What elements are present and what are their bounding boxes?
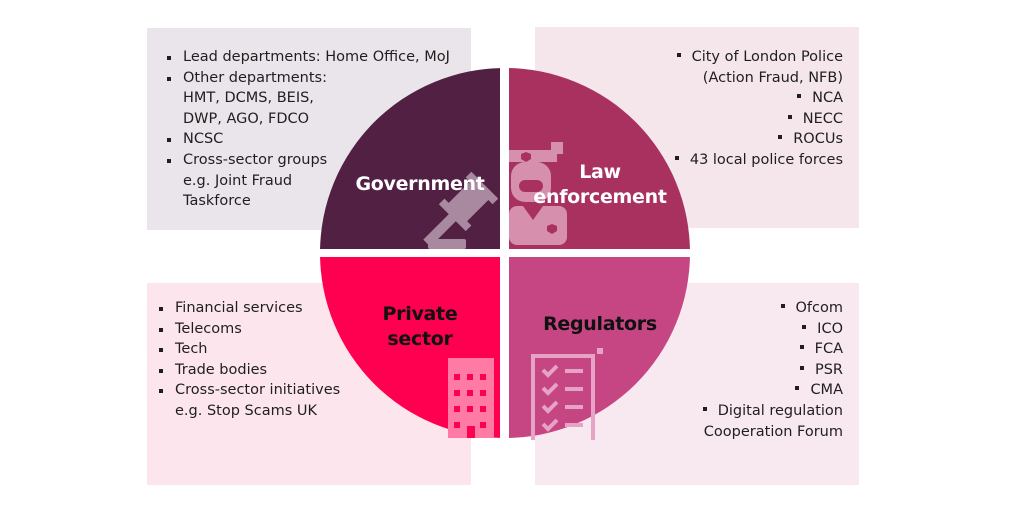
list-item-text: 43 local police forces [689, 151, 843, 168]
bullet-icon [802, 324, 807, 329]
list-item-text: Cooperation Forum [703, 423, 843, 440]
office-building-icon [448, 358, 494, 438]
list-item-text: Ofcom [795, 300, 844, 316]
list-item: Tech [157, 339, 471, 360]
list-item-text: (Action Fraud, NFB) [702, 69, 843, 86]
checklist-icon [531, 348, 603, 440]
list-item-text: CMA [810, 382, 843, 399]
government-label: Government [355, 173, 485, 195]
police-officer-icon [509, 142, 567, 245]
list-item: Cross-sector initiatives e.g. Stop Scams … [157, 380, 471, 421]
bullet-icon [674, 155, 679, 160]
list-item: Trade bodies [157, 360, 471, 381]
list-item: Telecoms [157, 319, 471, 340]
bullet-icon [799, 345, 804, 350]
list-item: Financial services [157, 298, 471, 319]
list-item: PSR [535, 360, 843, 381]
list-item: NCSC [165, 129, 471, 150]
list-item: FCA [535, 339, 843, 360]
list-item-text: FCA [814, 341, 843, 358]
list-item: ROCUs [535, 129, 843, 150]
list-item: CMA [535, 380, 843, 401]
list-item-text: NCA [812, 90, 843, 107]
list-item-text: DWP, AGO, FDCO [183, 110, 310, 127]
list-item-text: Taskforce [183, 193, 251, 210]
list-item-text: Other departments: [183, 69, 328, 86]
regulators-label: Regulators [543, 313, 657, 335]
list-item-text: City of London Police [691, 49, 843, 65]
bullet-icon [702, 406, 707, 411]
list-item-text: Digital regulation [717, 402, 843, 419]
list-item: Other departments: HMT, DCMS, BEIS, DWP, A… [165, 68, 471, 130]
list-item: NECC [535, 109, 843, 130]
list-item-text: Cross-sector initiatives [175, 382, 341, 399]
list-item-text: Cross-sector groups [183, 151, 328, 168]
regulators-quadrant [509, 257, 690, 438]
list-item-text: PSR [814, 361, 843, 378]
gavel-icon [423, 171, 499, 249]
list-item-text: NECC [802, 110, 843, 127]
bullet-icon [787, 114, 792, 119]
bullet-icon [676, 53, 681, 57]
bullet-icon [797, 94, 802, 99]
list-item: NCA [535, 88, 843, 109]
list-item: 43 local police forces [535, 150, 843, 171]
list-item-text: HMT, DCMS, BEIS, [183, 90, 314, 107]
government-quadrant [320, 68, 500, 249]
list-item-text: e.g. Stop Scams UK [175, 402, 317, 419]
list-item: Ofcom [535, 298, 843, 319]
list-item: ICO [535, 319, 843, 340]
list-item: Lead departments: Home Office, MoJ [165, 47, 471, 68]
list-item: City of London Police (Action Fraud, NFB) [535, 47, 843, 88]
bullet-icon [795, 386, 800, 391]
bullet-icon [778, 135, 783, 140]
list-item-text: ICO [817, 320, 843, 337]
list-item-text: e.g. Joint Fraud [183, 172, 293, 189]
bullet-icon [799, 365, 804, 370]
bullet-icon [780, 304, 785, 308]
list-item-text: ROCUs [793, 131, 843, 148]
